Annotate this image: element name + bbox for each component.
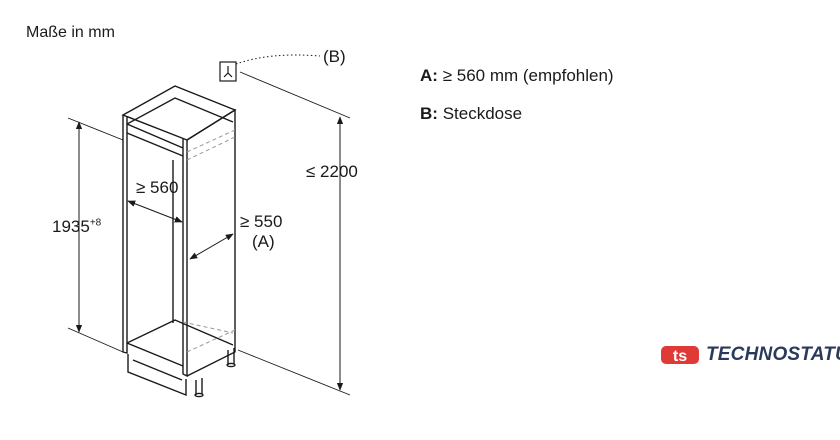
legend-b-text: Steckdose xyxy=(442,104,523,123)
cabinet-outline xyxy=(121,85,237,398)
svg-text:ts: ts xyxy=(673,348,687,365)
socket-leader-line xyxy=(235,54,321,65)
legend-b: B: Steckdose xyxy=(420,104,522,124)
logo-text: TECHNOSTATUS xyxy=(706,344,840,365)
technostatus-logo: ts TECHNOSTATUS xyxy=(660,344,840,366)
socket-label: (B) xyxy=(323,47,346,66)
dimension-560: ≥ 560 xyxy=(136,178,179,197)
ts-logo-icon: ts xyxy=(661,346,699,365)
dimension-550-label: (A) xyxy=(252,232,275,251)
units-caption: Maße in mm xyxy=(26,24,115,41)
legend-a: A: ≥ 560 mm (empfohlen) xyxy=(420,66,614,86)
dimension-line-560 xyxy=(127,200,183,223)
dimension-2200: ≤ 2200 xyxy=(306,162,358,181)
legend-b-key: B: xyxy=(420,104,438,123)
socket-icon xyxy=(219,61,237,82)
dimension-1935-tolerance: +8 xyxy=(89,217,102,229)
dimension-550: ≥ 550 xyxy=(240,212,283,231)
legend-a-key: A: xyxy=(420,66,438,85)
dimension-1935-value: 1935 xyxy=(52,217,90,236)
legend-a-text: ≥ 560 mm (empfohlen) xyxy=(442,66,614,85)
hidden-lines xyxy=(182,129,236,353)
dimension-line-550 xyxy=(189,233,234,260)
dimension-1935: 1935+8 xyxy=(52,217,101,237)
